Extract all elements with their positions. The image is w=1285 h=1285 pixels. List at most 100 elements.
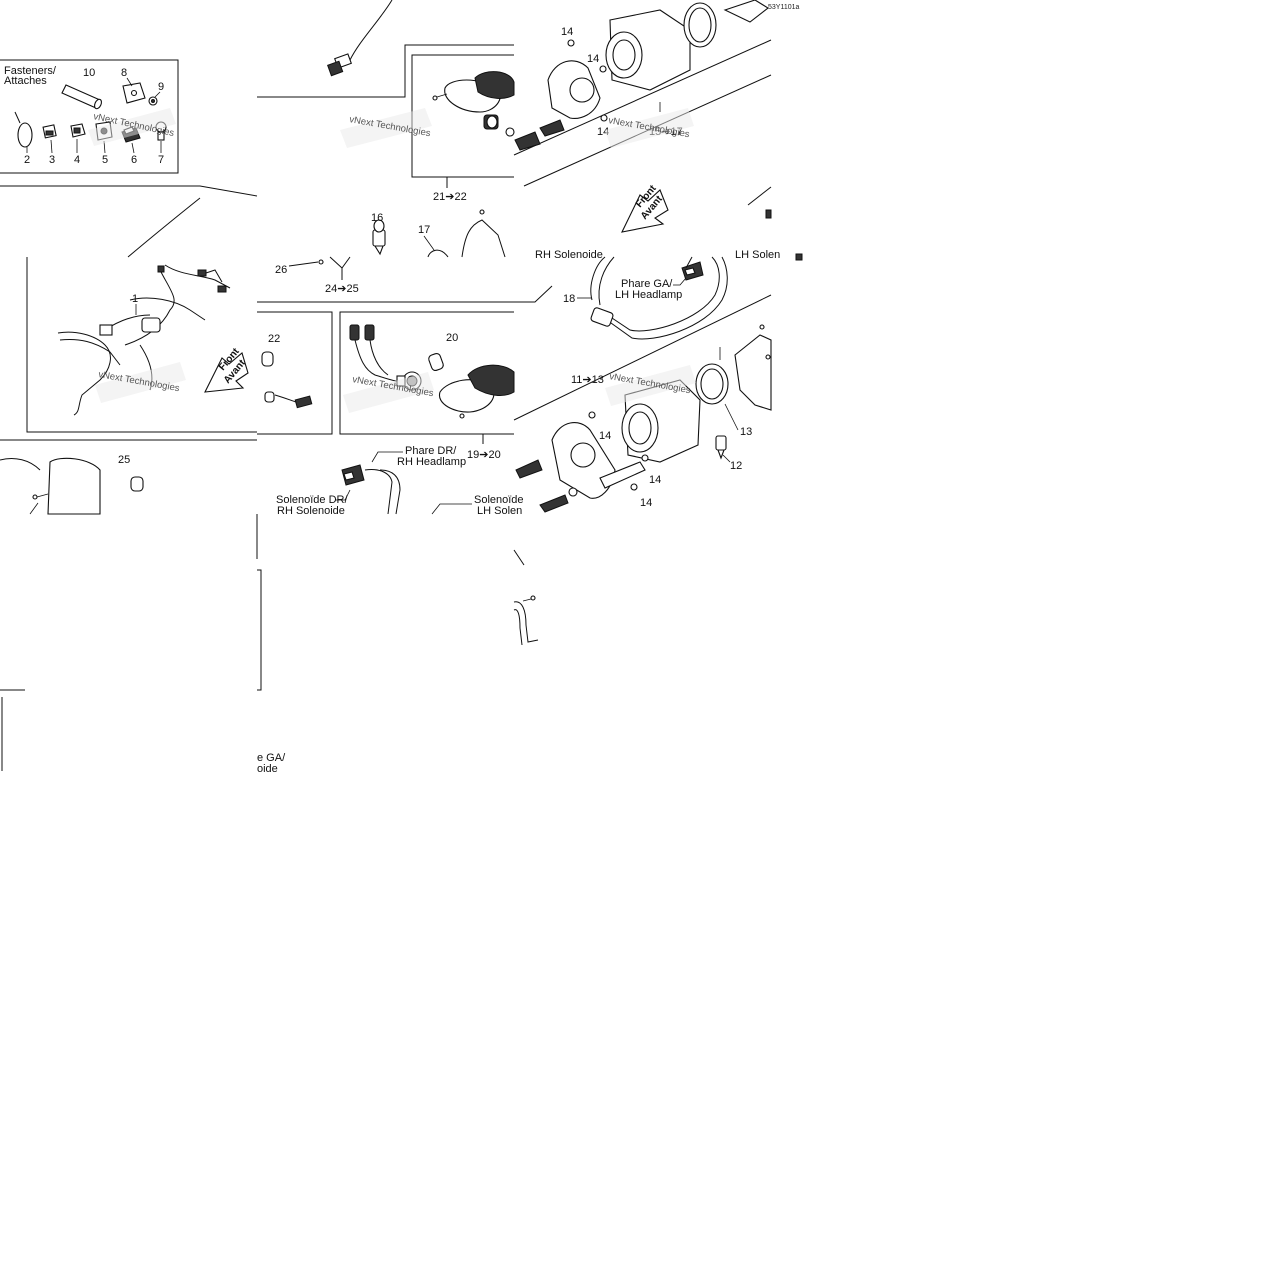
callout-26: 26 [275,264,287,276]
main-wiring-harness-part [57,264,231,416]
small-bulb-part [261,351,275,403]
screw-part [567,39,575,47]
adjuster-screw-part [539,494,569,513]
callout-25: 25 [118,454,130,466]
part-fragment [765,209,772,219]
leader-line [371,451,403,463]
turn-signal-lens-part [438,364,515,419]
fastener-callout-3: 3 [49,154,55,166]
callout-1: 1 [132,293,138,305]
screw-part [588,411,596,419]
fastener-callout-5: 5 [102,154,108,166]
lh-headlamp-harness-part [590,256,728,340]
front-direction-arrow: Front Avant [621,183,669,233]
adjuster-screw-part [515,459,543,479]
headlamp-bulb-part [372,219,386,256]
callout-22: 22 [268,333,280,345]
line-fragment [513,549,525,566]
callout-14: 14 [649,474,661,486]
cable-tie-part [14,111,33,148]
callout-14: 14 [587,53,599,65]
callout-14: 14 [597,126,609,138]
fastener-callout-8: 8 [121,67,127,79]
wire-fragment [349,0,393,61]
panel-border-fragment [0,185,258,197]
cut-label-fragment: RH Solenoide [535,249,603,261]
callout-14: 14 [561,26,573,38]
leader-line [673,277,687,286]
panel-border-fragment [514,285,553,303]
panel-border-fragment [257,569,262,691]
fastener-callout-10: 10 [83,67,95,79]
front-direction-arrow: Front Avant [204,346,249,393]
bulb-pigtail-part [274,394,313,409]
lh-headlamp-label-line2: LH Headlamp [615,289,682,301]
nut-part [148,96,158,106]
outline-fragment [747,186,772,206]
rh-solenoid-label-line2: RH Solenoide [277,505,345,517]
rh-headlamp-connector-part [341,464,401,515]
callout-20: 20 [446,332,458,344]
callout-12: 12 [730,460,742,472]
adjuster-screw-part [539,119,565,137]
outline-line [513,39,772,156]
screw-part [479,209,485,215]
signal-bulb-part [428,353,444,371]
connector-part [327,53,352,77]
screw-part [759,324,765,330]
screw-part [599,65,607,73]
fastener-callout-4: 4 [74,154,80,166]
screw-part [600,114,608,122]
watermark: vNext Technologies [95,362,186,403]
screw-part [318,259,324,265]
lh-headlamp-connector-part [681,256,704,281]
cut-label-fragment: LH Solen [735,249,780,261]
leader-line [335,489,351,501]
leader-line [431,503,472,515]
callout-24-25: 24➔25 [325,283,359,295]
callout-14: 14 [640,497,652,509]
part-fragment [795,253,803,261]
harness-panel: 1 vNext Technologies Front Avant [0,257,257,441]
callout-11-13: 11➔13 [571,374,604,386]
bracket-fragment-part [513,595,539,646]
fastener-callout-9: 9 [158,81,164,93]
lh-solenoid-label-line2: LH Solen [477,505,522,517]
fastener-callout-2: 2 [24,154,30,166]
tail-bulb-part [130,476,144,492]
watermark: vNext Technologies [605,108,694,148]
fasteners-title-line1: Fasteners/ [4,65,57,77]
harness-wire-fragment [127,197,201,258]
panel-border-fragment [257,44,514,98]
fastener-callout-6: 6 [131,154,137,166]
outline-line [513,294,772,421]
rh-headlamp-label-line1: Phare DR/ [405,445,457,457]
leader-line [288,261,319,267]
spacer-tube-part [61,84,102,110]
push-clip-part-3 [42,124,57,139]
screw-part [630,483,638,491]
bulb-socket-part [483,114,515,137]
rh-headlamp-label-line2: RH Headlamp [397,456,466,468]
watermark: vNext Technologies [340,108,432,148]
screw-part [765,354,771,360]
tail-bulb-panel-border [257,311,333,435]
cut-label-fragment: e GA/ [257,752,286,764]
headlamp-assembly-upper [513,0,772,187]
callout-21-22: 21➔22 [433,191,467,203]
callout-16: 16 [371,212,383,224]
rh-solenoid-label-line1: Solenoïde DR/ [276,494,348,506]
harness-panel-border [26,257,257,433]
callout-17: 17 [418,224,430,236]
wire-fragment [0,457,41,471]
bezel-fragment [427,249,449,258]
callout-18: 18 [563,293,575,305]
callout-19-20: 19➔20 [467,449,501,461]
drawing-code: 53Y1101a [768,4,800,11]
signal-socket-panel-border [339,311,514,435]
push-clip-part-4 [70,123,86,138]
lh-headlamp-label-line1: Phare GA/ [621,278,673,290]
clip-part [122,82,146,104]
screw-part [641,454,649,462]
